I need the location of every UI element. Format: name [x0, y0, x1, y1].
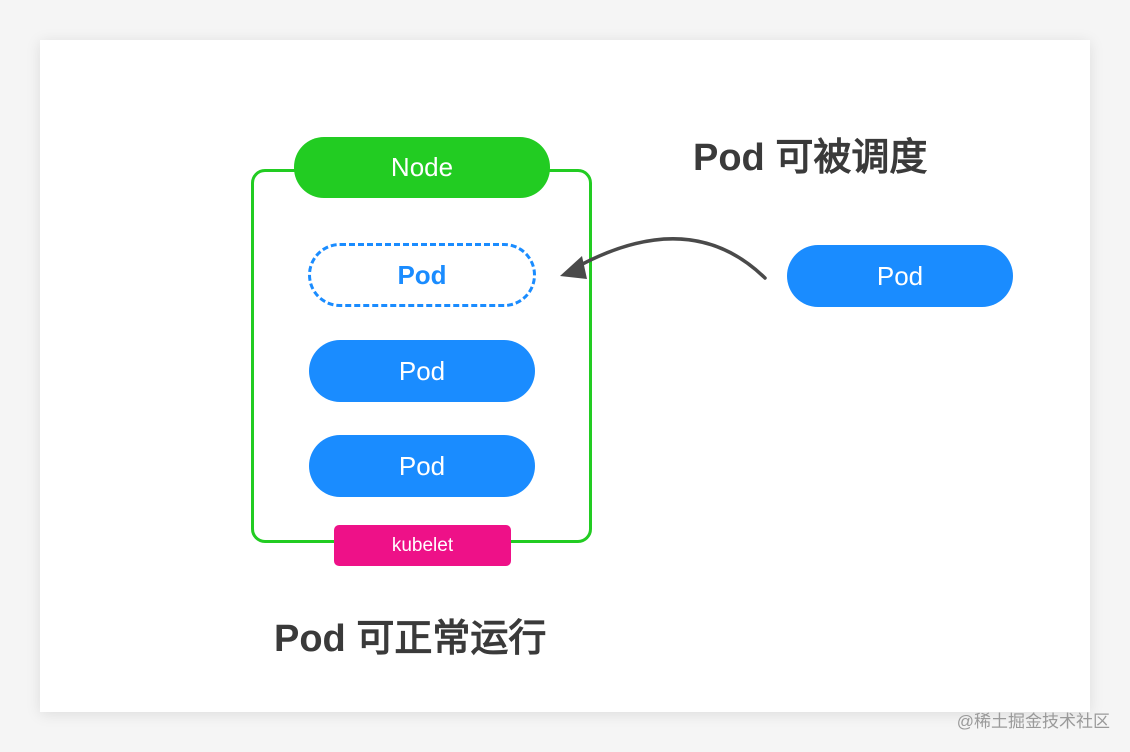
- node-label: Node: [294, 137, 550, 198]
- pending-pod: Pod: [308, 243, 536, 307]
- diagram-card: [40, 40, 1090, 712]
- caption-schedulable: Pod 可被调度: [693, 137, 928, 179]
- watermark: @稀土掘金技术社区: [956, 712, 1110, 731]
- kubelet-label: kubelet: [334, 525, 511, 566]
- running-pod-1: Pod: [309, 340, 535, 402]
- incoming-pod: Pod: [787, 245, 1013, 307]
- running-pod-2: Pod: [309, 435, 535, 497]
- caption-running: Pod 可正常运行: [274, 618, 547, 660]
